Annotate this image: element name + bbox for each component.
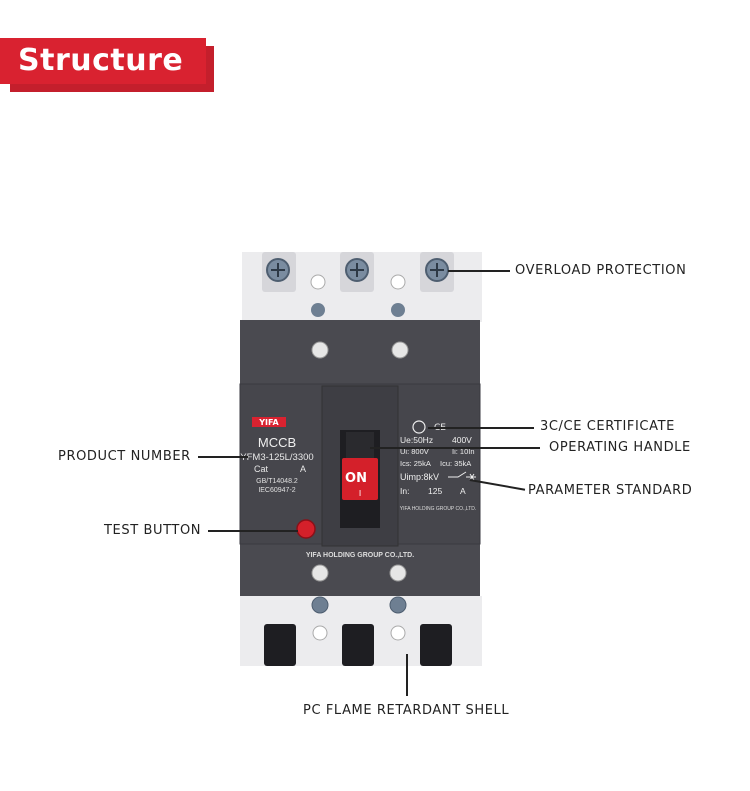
brand-logo xyxy=(252,417,286,427)
screw-icon xyxy=(389,596,407,614)
leader-test xyxy=(208,530,298,532)
callout-shell: PC FLAME RETARDANT SHELL xyxy=(303,703,510,718)
screw-icon xyxy=(311,564,329,582)
screw-icon xyxy=(311,596,329,614)
breaker-symbol-icon xyxy=(448,471,476,481)
callout-parameter-standard: PARAMETER STANDARD xyxy=(528,483,693,498)
param-in-label: In: xyxy=(400,486,409,496)
product-model: YFM3-125L/3300 xyxy=(240,452,313,463)
operating-handle xyxy=(342,458,378,500)
param-ue-v: 400V xyxy=(452,435,472,445)
callout-operating-handle: OPERATING HANDLE xyxy=(549,440,691,455)
screw-icon xyxy=(391,341,409,359)
screw-slot xyxy=(350,263,364,277)
screw-slot xyxy=(430,263,444,277)
callout-overload-protection: OVERLOAD PROTECTION xyxy=(515,263,687,278)
callout-certificate: 3C/CE CERTIFICATE xyxy=(540,419,675,434)
leader-product xyxy=(198,456,248,458)
product-type: MCCB xyxy=(258,435,296,450)
leader-certificate xyxy=(428,427,534,429)
param-ii: Ii: 10In xyxy=(452,447,475,456)
screw-icon xyxy=(311,303,325,317)
leader-shell xyxy=(406,654,408,696)
standard-1: GB/T14048.2 xyxy=(256,478,298,485)
handle-mark: I xyxy=(359,489,361,498)
param-ui: Ui: 800V xyxy=(400,447,429,456)
param-uimp: Uimp:8kV xyxy=(400,472,439,482)
leader-overload xyxy=(448,270,510,272)
label-maker: YIFA HOLDING GROUP CO.,LTD. xyxy=(400,506,477,512)
hole xyxy=(310,274,326,290)
screw-slot xyxy=(271,263,285,277)
test-button-icon xyxy=(296,519,316,539)
hole xyxy=(390,274,406,290)
hole xyxy=(390,625,406,641)
screw-icon xyxy=(391,303,405,317)
cat-value: A xyxy=(300,464,306,474)
handle-top xyxy=(346,432,374,458)
page-title: Structure xyxy=(0,38,206,84)
screw-icon xyxy=(389,564,407,582)
terminal-slot xyxy=(342,624,374,666)
param-in-unit: A xyxy=(460,486,466,496)
callout-test-button: TEST BUTTON xyxy=(104,523,202,538)
standard-2: IEC60947-2 xyxy=(258,487,295,494)
cat-label: Cat xyxy=(254,464,269,474)
callout-product-number: PRODUCT NUMBER xyxy=(58,449,191,464)
param-ue: Ue:50Hz xyxy=(400,435,433,445)
param-icu: Icu: 35kA xyxy=(440,459,471,468)
terminal-slot xyxy=(420,624,452,666)
terminal-slot xyxy=(264,624,296,666)
brand-text: YIFA xyxy=(258,418,279,427)
maker-name: YIFA HOLDING GROUP CO.,LTD. xyxy=(306,552,414,559)
screw-icon xyxy=(311,341,329,359)
leader-handle xyxy=(370,447,540,449)
ccc-cert-icon xyxy=(412,420,426,434)
hole xyxy=(312,625,328,641)
param-ics: Ics: 25kA xyxy=(400,459,431,468)
handle-on-label: ON xyxy=(345,471,367,486)
param-in-value: 125 xyxy=(428,486,442,496)
